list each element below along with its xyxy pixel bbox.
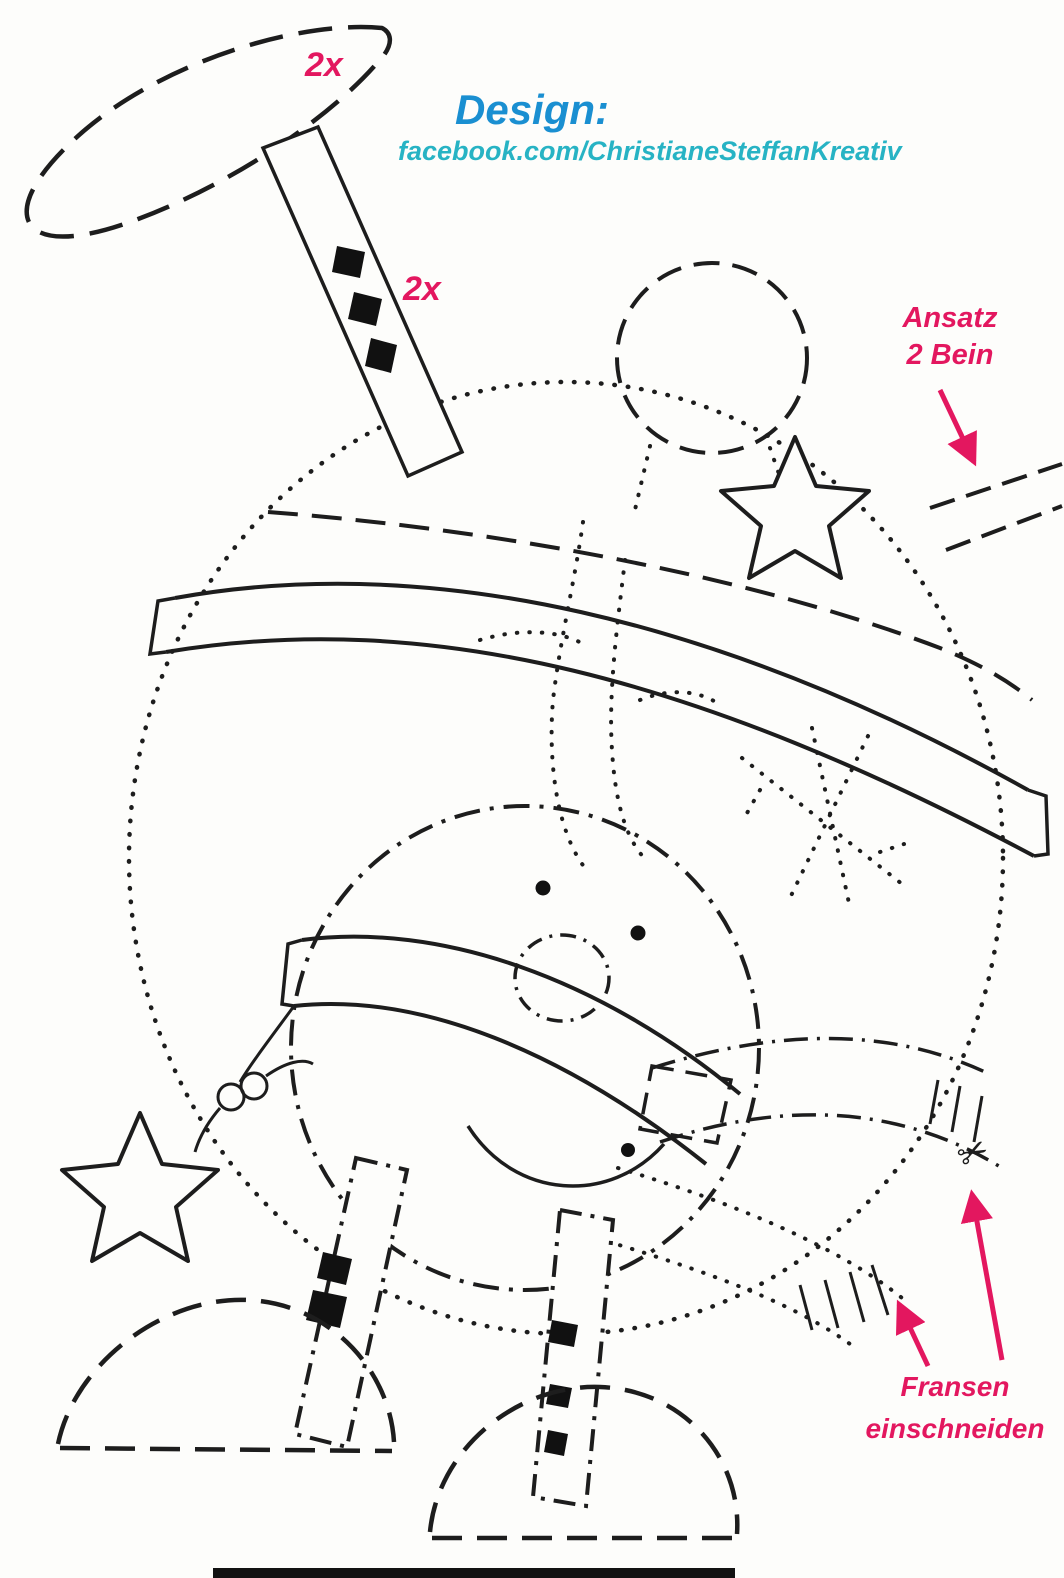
mouth-curve xyxy=(466,1125,666,1188)
face-features xyxy=(466,880,666,1188)
leg-strip-left xyxy=(292,1155,410,1450)
strip-piece-outline xyxy=(260,124,465,479)
scarf-tail-fringe-cuts xyxy=(928,1079,984,1143)
foot-right-dashed-outline xyxy=(427,1384,740,1541)
ansatz-arrow xyxy=(937,388,977,467)
leg-attachment-dashed-lines xyxy=(929,462,1063,552)
annotation-arrows xyxy=(895,388,1005,1368)
eye-right-dot xyxy=(630,925,646,941)
fransen-arrow-left xyxy=(895,1299,931,1368)
hat-brim-dashed-outline xyxy=(24,24,392,239)
strip-fold-marks xyxy=(332,246,397,373)
fransen-arrow-right xyxy=(960,1189,1005,1361)
fransen-note: Fransen einschneiden xyxy=(848,1366,1062,1450)
copies-count-label-top: 2x xyxy=(305,46,343,84)
mouth-corner-dot xyxy=(621,1143,635,1157)
fransen-note-line1: Fransen xyxy=(900,1371,1010,1402)
ansatz-note-line2: 2 Bein xyxy=(906,339,994,371)
leg-right-fold-marks xyxy=(544,1320,578,1456)
design-credit-heading: Design: xyxy=(455,86,610,133)
star-right-outline xyxy=(719,435,871,580)
head-circle-dashed-outline xyxy=(615,261,809,455)
scarf-dotted-fringe-cuts xyxy=(798,1264,890,1331)
headband-solid-band xyxy=(147,581,1050,858)
design-credit-url: facebook.com/ChristianeSteffanKreativ xyxy=(398,136,902,166)
inner-dotted-decoration xyxy=(478,520,906,910)
face-band-solid xyxy=(280,934,742,1166)
fransen-note-line2: einschneiden xyxy=(865,1413,1045,1444)
leg-strip-right xyxy=(530,1207,616,1509)
scan-edge-bar xyxy=(213,1568,735,1578)
ansatz-note-line1: Ansatz xyxy=(902,302,998,334)
ansatz-note: Ansatz 2 Bein xyxy=(875,300,1025,374)
scarf-tail-dotted xyxy=(594,1166,904,1352)
scarf-tail-dashdot xyxy=(651,1036,1003,1170)
hat-edge-dashed-curve xyxy=(267,510,1034,702)
star-hanger-coil xyxy=(193,1005,314,1153)
foot-left-dashed-outline xyxy=(55,1297,397,1454)
face-circle-dashdot-outline xyxy=(289,804,761,1292)
nose-dashdot-circle xyxy=(513,933,611,1023)
body-circle-dotted-outline xyxy=(126,379,1006,1337)
scarf-knot-dashed-outline xyxy=(637,1063,734,1146)
copies-count-label-strip: 2x xyxy=(403,270,441,308)
eye-left-dot xyxy=(535,880,551,896)
star-left-outline xyxy=(60,1111,220,1263)
